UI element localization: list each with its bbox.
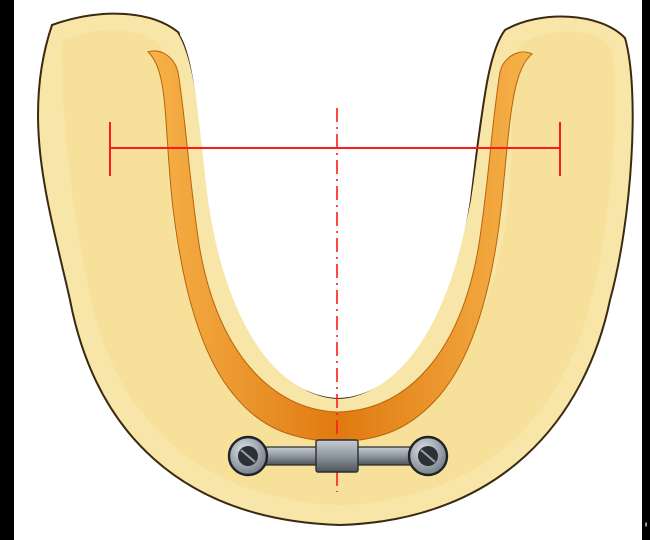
corner-mark: ': [644, 522, 648, 536]
expansion-screw: [229, 437, 447, 475]
screw-body: [316, 440, 358, 472]
